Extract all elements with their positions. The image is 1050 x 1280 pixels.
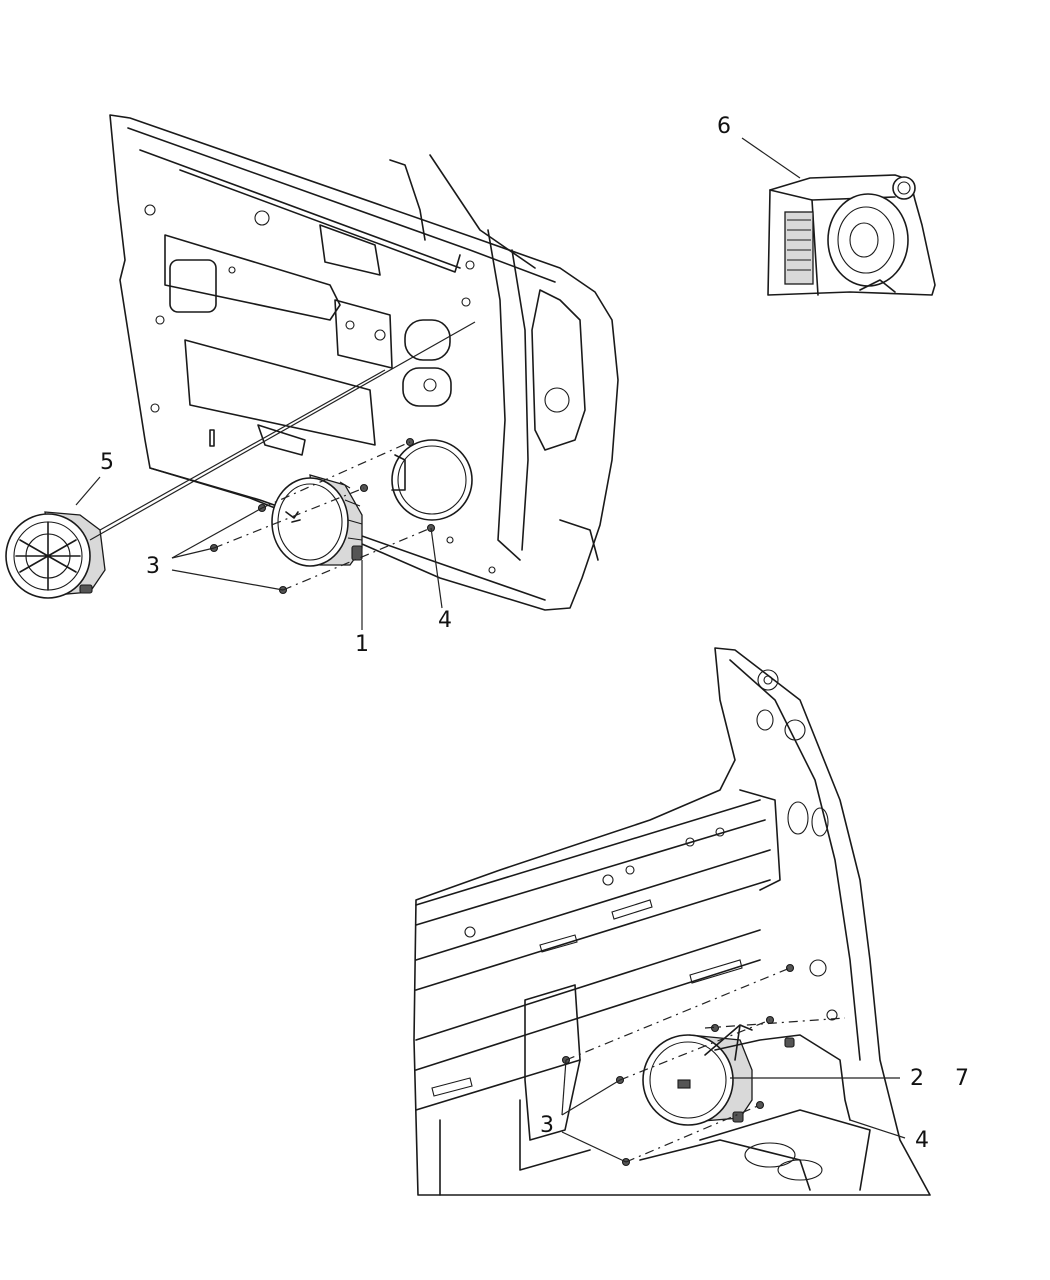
callout-2-label: 2: [910, 1066, 924, 1091]
callout-1-label: 1: [355, 632, 369, 657]
rear-quarter-speaker: [642, 1024, 851, 1126]
front-door-inner-panel: [109, 114, 619, 611]
rear-body-interior-panel: [413, 647, 931, 1196]
leader-lines: [75, 476, 906, 1163]
front-speaker-screws: [209, 437, 436, 595]
callout-3-rear-label: 3: [540, 1113, 554, 1138]
callout-3-front-label: 3: [146, 554, 160, 579]
subwoofer-enclosure: [741, 137, 936, 296]
callout-6-label: 6: [717, 114, 731, 139]
tweeter-assembly: [5, 321, 476, 599]
callout-5-label: 5: [100, 450, 114, 475]
callout-4-rear-label: 4: [915, 1128, 929, 1153]
callout-7-label: 7: [955, 1066, 969, 1091]
callout-4-front-label: 4: [438, 608, 452, 633]
front-door-speaker: [271, 474, 363, 567]
